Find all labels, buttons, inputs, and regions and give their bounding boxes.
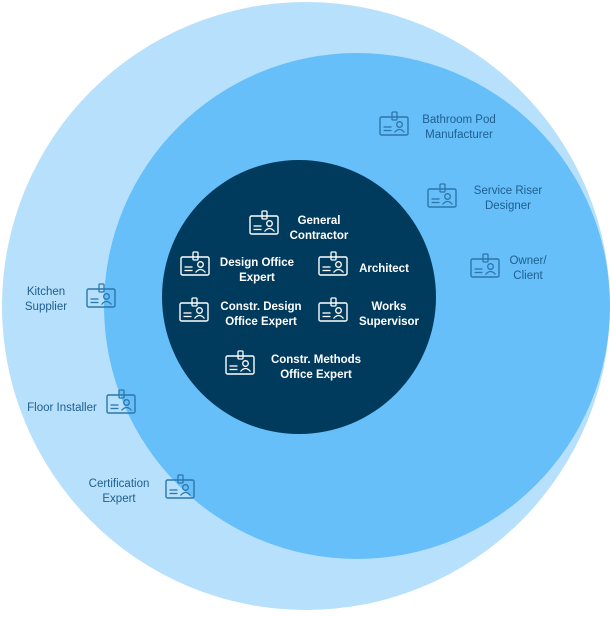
id-badge-icon [225, 350, 255, 375]
stakeholder-label-line: Office Expert [225, 316, 297, 328]
id-badge-icon [180, 251, 210, 276]
id-badge-icon [165, 474, 195, 499]
stakeholder-label-line: Floor Installer [27, 402, 97, 414]
inner-circle [162, 160, 436, 434]
id-badge-icon [427, 183, 457, 208]
stakeholder-label-line: Certification [89, 478, 150, 490]
stakeholder-label-line: Supplier [25, 301, 67, 313]
stakeholder-label-line: Constr. Design [220, 301, 301, 313]
stakeholder-label-line: Design Office [220, 257, 294, 269]
stakeholder-label-line: Bathroom Pod [422, 114, 496, 126]
stakeholder-label-line: Designer [485, 200, 531, 212]
id-badge-icon [318, 297, 348, 322]
stakeholder-label: Owner/Client [509, 255, 547, 282]
stakeholder-label: Architect [359, 263, 409, 275]
stakeholder-label-line: Owner/ [509, 255, 547, 267]
id-badge-icon [470, 253, 500, 278]
stakeholder-label-line: Architect [359, 263, 409, 275]
stakeholder-label-line: Expert [102, 493, 136, 505]
id-badge-icon [106, 389, 136, 414]
id-badge-icon [86, 283, 116, 308]
stakeholder-label-line: Service Riser [474, 185, 543, 197]
stakeholder-label-line: Works [372, 301, 407, 313]
stakeholder-label-line: Office Expert [280, 369, 352, 381]
stakeholder-label-line: General [298, 215, 341, 227]
stakeholder-label-line: Kitchen [27, 286, 65, 298]
id-badge-icon [379, 111, 409, 136]
stakeholder-label-line: Expert [239, 272, 275, 284]
stakeholder-node-middle: Owner/Client [470, 253, 547, 282]
stakeholder-label-line: Manufacturer [425, 129, 493, 141]
stakeholder-label: Floor Installer [27, 402, 97, 414]
stakeholder-label-line: Contractor [290, 230, 349, 242]
stakeholder-node-core: Architect [318, 251, 409, 276]
id-badge-icon [318, 251, 348, 276]
id-badge-icon [179, 297, 209, 322]
stakeholder-label-line: Constr. Methods [271, 354, 361, 366]
stakeholder-label-line: Client [513, 270, 543, 282]
stakeholder-label-line: Supervisor [359, 316, 420, 328]
id-badge-icon [249, 210, 279, 235]
stakeholder-node-outer: Floor Installer [27, 389, 136, 414]
